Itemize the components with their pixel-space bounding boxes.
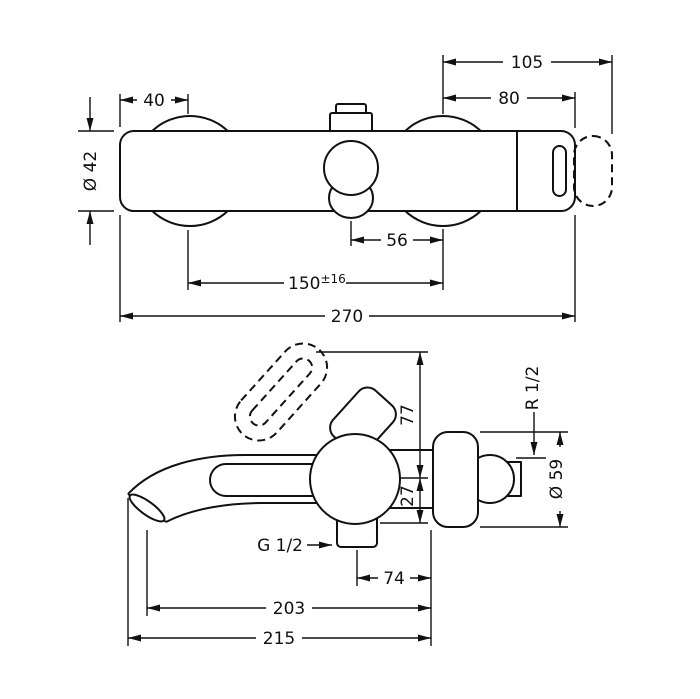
dim-27: 27 (398, 478, 424, 523)
valve-top-view (323, 140, 379, 196)
thread-bottom-label: G 1/2 (257, 536, 303, 556)
wall-escutcheon-front-view (432, 431, 479, 528)
thread-wall-label: R 1/2 (523, 366, 543, 411)
dim-150-label: 150±16 (284, 272, 346, 294)
spout-outer-edge (127, 454, 345, 495)
handle-raised-dashed-outline (233, 342, 329, 442)
thread-wall-r12: R 1/2 (523, 366, 543, 455)
svg-text:R 1/2: R 1/2 (523, 366, 543, 411)
dim-74-label: 74 (378, 568, 410, 589)
dim-105: 105 (443, 52, 612, 73)
dim-270-label: 270 (325, 306, 369, 327)
svg-text:Ø 42: Ø 42 (81, 151, 101, 191)
dim-27-label: 27 (398, 485, 418, 507)
top-view-dimensions: 105 80 40 Ø 42 (78, 52, 613, 327)
dim-105-label: 105 (503, 52, 551, 73)
svg-text:40: 40 (143, 91, 165, 111)
handle-grip-slot (552, 145, 567, 197)
dim-270: 270 (120, 306, 575, 327)
handle-swing-outline (573, 135, 613, 207)
dim-203-label: 203 (266, 598, 312, 619)
dim-diameter-59-label: Ø 59 (546, 447, 567, 511)
valve-body-front-view (309, 433, 401, 525)
spout-outlet-opening (128, 493, 166, 523)
svg-text:150±16: 150±16 (288, 272, 346, 294)
dim-40-label: 40 (137, 90, 171, 111)
svg-text:105: 105 (511, 53, 543, 73)
svg-text:Ø 59: Ø 59 (547, 459, 567, 499)
svg-text:27: 27 (398, 485, 418, 507)
top-view-part (119, 103, 613, 227)
dim-40: 40 (120, 90, 188, 111)
dim-80: 80 (443, 88, 575, 109)
svg-text:56: 56 (386, 231, 408, 251)
svg-text:80: 80 (498, 89, 520, 109)
dim-150: 150±16 (188, 272, 443, 294)
dim-74: 74 (357, 568, 431, 589)
dim-56: 56 (351, 230, 443, 251)
svg-text:77: 77 (398, 404, 418, 426)
svg-text:215: 215 (263, 629, 295, 649)
svg-text:G 1/2: G 1/2 (257, 536, 303, 556)
dim-215: 215 (128, 628, 431, 649)
dim-77: 77 (398, 352, 424, 478)
spout-lower-edge (165, 502, 345, 523)
thread-bottom-g12: G 1/2 (257, 536, 332, 556)
dim-diameter-59: Ø 59 (546, 432, 567, 527)
front-view-part (127, 342, 522, 548)
dim-diameter-42: Ø 42 (81, 97, 101, 245)
svg-text:270: 270 (331, 307, 363, 327)
dim-56-label: 56 (381, 230, 413, 251)
svg-text:203: 203 (273, 599, 305, 619)
dim-diameter-42-label: Ø 42 (81, 151, 101, 191)
svg-text:74: 74 (383, 569, 405, 589)
dim-215-label: 215 (256, 628, 302, 649)
front-view-dimensions: 77 27 R 1/2 Ø 59 G 1/2 (127, 351, 568, 649)
dim-77-label: 77 (398, 404, 418, 426)
dim-80-label: 80 (491, 88, 527, 109)
dim-203: 203 (147, 598, 431, 619)
